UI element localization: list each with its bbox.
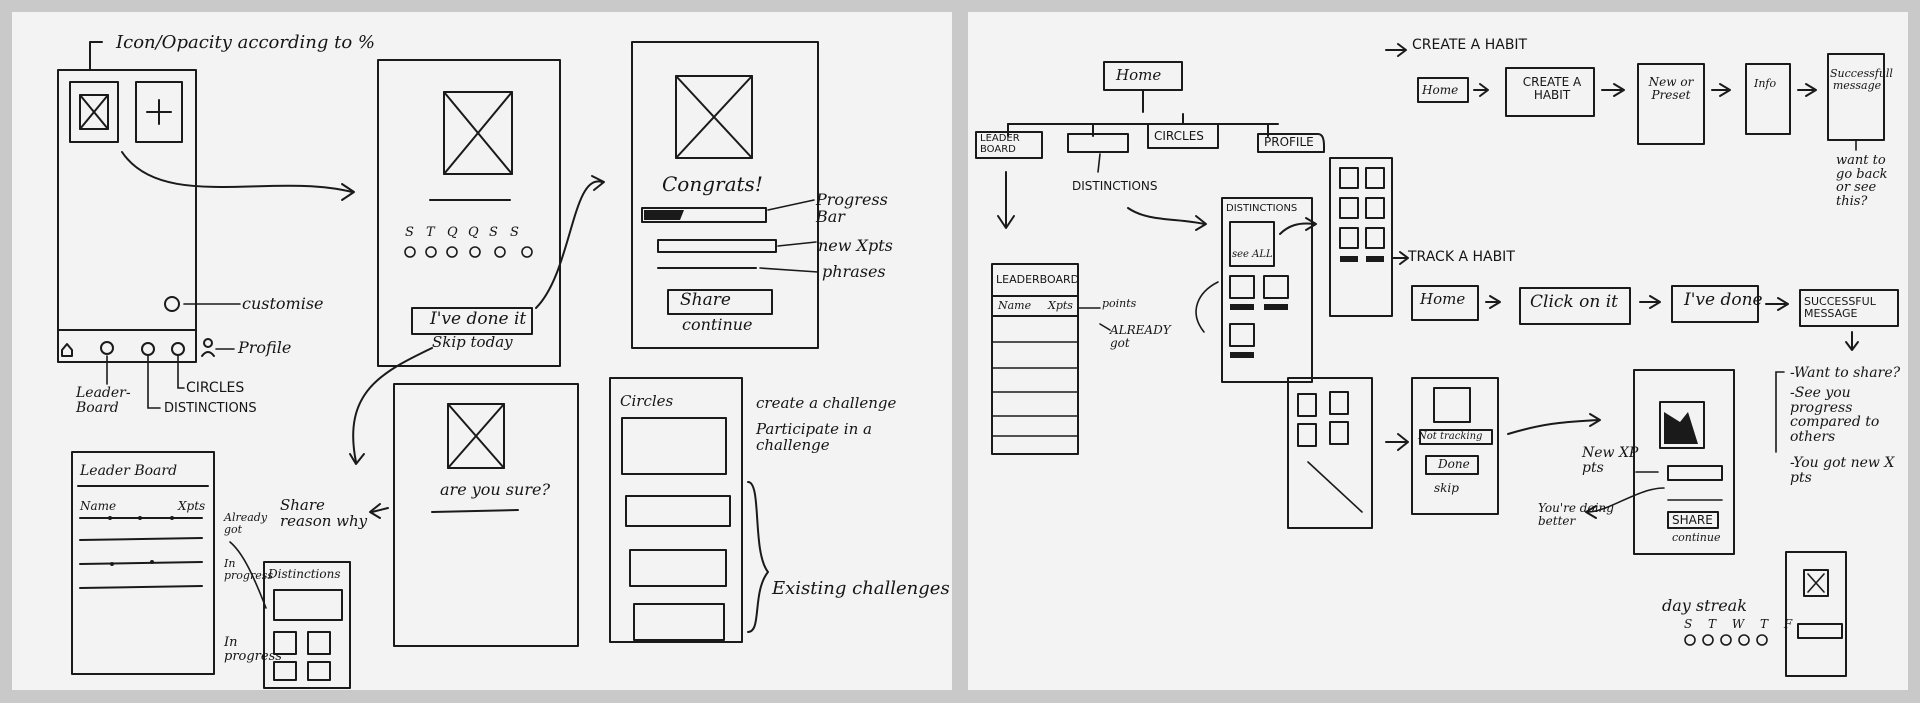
left-sketch-drawing xyxy=(57,41,819,689)
sitemap-leaderboard: LEADER BOARD xyxy=(980,133,1020,155)
sitemap-distinctions: DISTINCTIONS xyxy=(1072,179,1158,193)
want-go-back-note: want to go back or see this? xyxy=(1836,153,1888,209)
doing-better-label: You're doing better xyxy=(1538,501,1614,528)
week-day-letter: S xyxy=(510,225,519,240)
week-day-letter: S xyxy=(405,225,414,240)
streak-day-letters: S T W T F xyxy=(1684,617,1799,631)
new-xp-pts-label: New XP pts xyxy=(1582,445,1639,476)
flow1-create-habit: CREATE A HABIT xyxy=(1522,75,1582,102)
circles-tab-label: CIRCLES xyxy=(186,380,245,396)
points-label: points xyxy=(1102,297,1137,310)
share-reason-label: Share reason why xyxy=(280,496,368,530)
flow2-ive-done: I've done xyxy=(1684,290,1763,310)
skip-today-link[interactable]: Skip today xyxy=(432,333,513,351)
profile-label: Profile xyxy=(238,338,292,357)
flow2-success-message: SUCCESSFUL MESSAGE xyxy=(1804,295,1876,320)
flow2-click-on-it: Click on it xyxy=(1530,292,1618,312)
are-you-sure-text: are you sure? xyxy=(440,480,551,499)
left-sketch-sheet: Icon/Opacity according to % customise Pr… xyxy=(12,12,952,690)
existing-challenges-label: Existing challenges xyxy=(772,578,950,599)
right-sketch-sheet: Home LEADER BOARD CIRCLES PROFILE DISTIN… xyxy=(968,12,1908,690)
week-day-letter: S xyxy=(489,225,498,240)
leaderboard-title: Leader Board xyxy=(80,463,178,479)
track-habit-heading: TRACK A HABIT xyxy=(1408,249,1515,265)
you-got-xpts-note: -You got new X pts xyxy=(1790,455,1895,486)
week-dots xyxy=(404,246,533,258)
continue-link[interactable]: continue xyxy=(682,315,753,334)
leaderboard-name-col-right: Name xyxy=(998,299,1032,312)
flow1-new-or-preset: New or Preset xyxy=(1648,75,1694,102)
new-xpts-label: new Xpts xyxy=(818,236,893,255)
done-button[interactable]: Done xyxy=(1438,457,1470,471)
leaderboard-tab-label: Leader-Board xyxy=(76,385,131,416)
share-button-right[interactable]: SHARE xyxy=(1672,513,1713,527)
flow2-home: Home xyxy=(1420,290,1466,308)
sitemap-home: Home xyxy=(1116,66,1162,84)
in-progress-note: In progress xyxy=(224,557,274,582)
skip-link[interactable]: skip xyxy=(1434,481,1459,495)
see-all-button[interactable]: see ALL xyxy=(1232,249,1273,260)
in-progress-label: In progress xyxy=(224,635,282,664)
customise-label: customise xyxy=(242,294,324,313)
leaderboard-xpts-col-right: Xpts xyxy=(1048,299,1073,312)
distinctions-title: Distinctions xyxy=(268,567,341,581)
participate-challenge-label: Participate in a challenge xyxy=(756,420,872,454)
create-habit-heading: CREATE A HABIT xyxy=(1412,37,1528,53)
ive-done-it-button[interactable]: I've done it xyxy=(430,309,527,329)
week-day-letter: Q xyxy=(447,225,458,240)
share-button[interactable]: Share xyxy=(680,290,731,310)
not-tracking-label: Not tracking xyxy=(1418,431,1483,442)
sitemap-circles: CIRCLES xyxy=(1154,129,1204,143)
week-day-letter: Q xyxy=(468,225,479,240)
already-got-label: ALREADY got xyxy=(1110,323,1171,350)
icon-opacity-note: Icon/Opacity according to % xyxy=(116,32,376,53)
flow1-info: Info xyxy=(1754,77,1777,90)
day-streak-label: day streak xyxy=(1662,596,1747,615)
see-progress-note: -See you progress compared to others xyxy=(1790,385,1880,446)
leaderboard-title-right: LEADERBOARD xyxy=(996,273,1080,286)
distinctions-title-right: DISTINCTIONS xyxy=(1226,203,1298,214)
congrats-text: Congrats! xyxy=(662,172,763,196)
leaderboard-name-col: Name xyxy=(80,499,117,513)
want-share-note: -Want to share? xyxy=(1790,365,1901,381)
flow1-success-message: Successfull message xyxy=(1830,67,1893,92)
progress-bar-label: Progress Bar xyxy=(816,190,888,226)
right-sketch-drawing xyxy=(975,43,1899,677)
sitemap-profile: PROFILE xyxy=(1264,135,1314,149)
create-challenge-label: create a challenge xyxy=(756,394,897,412)
leaderboard-xpts-col: Xpts xyxy=(178,499,206,513)
flow1-home: Home xyxy=(1422,83,1459,97)
already-got-note: Already got xyxy=(224,511,268,536)
circles-title: Circles xyxy=(620,392,674,410)
continue-link-right[interactable]: continue xyxy=(1672,531,1721,544)
streak-dots xyxy=(1684,634,1768,646)
distinctions-tab-label: DISTINCTIONS xyxy=(164,401,257,416)
week-day-letter: T xyxy=(426,225,435,240)
phrases-label: phrases xyxy=(822,262,886,281)
